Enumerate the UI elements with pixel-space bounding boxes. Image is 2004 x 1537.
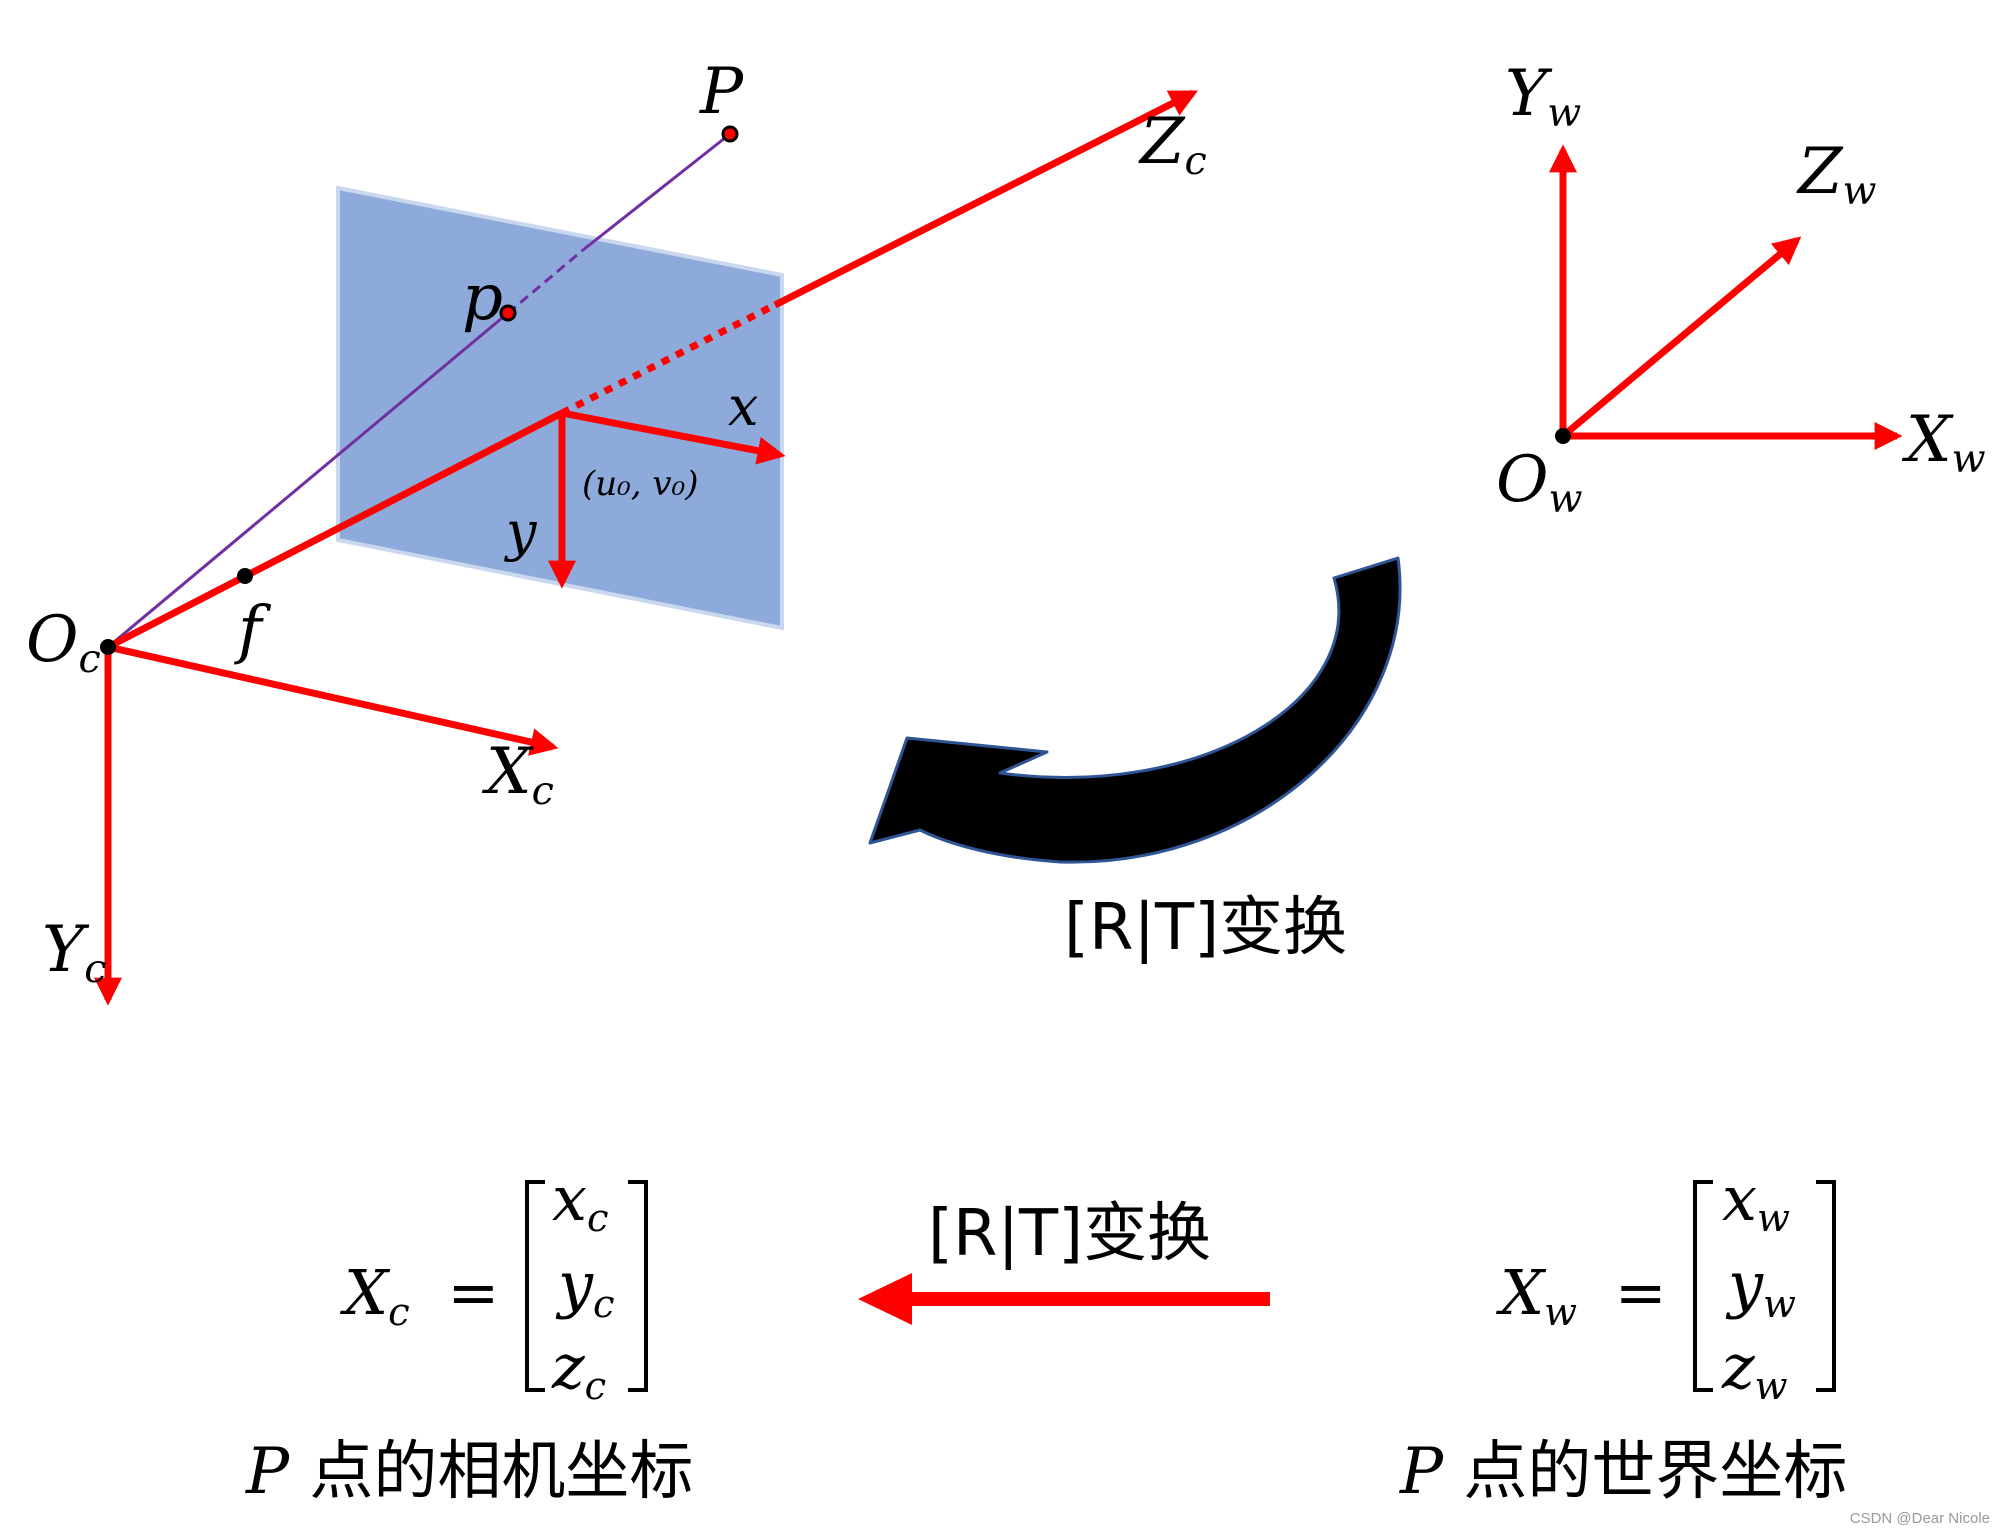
- camera-origin-label: Oc: [26, 603, 101, 683]
- z-c-label: Zc: [1140, 105, 1207, 185]
- world-vector-left-bracket: [1693, 1180, 1713, 1392]
- bottom-transform-label: [R|T]变换: [928, 1197, 1212, 1271]
- camera-equation-lhs: Xc =: [344, 1256, 500, 1335]
- projection-ray-dashed: [507, 248, 584, 315]
- world-origin-dot: [1555, 428, 1571, 444]
- z-w-label: Zw: [1798, 135, 1877, 215]
- z-w-axis: [1560, 236, 1802, 439]
- world-equation-lhs: Xw =: [1500, 1256, 1667, 1335]
- z-c-axis: [773, 89, 1198, 309]
- image-plane: [336, 185, 784, 631]
- world-origin-label: Ow: [1496, 443, 1583, 523]
- world-vector-z: zw: [1722, 1330, 1788, 1409]
- image-x-axis: [561, 409, 786, 465]
- camera-vector-x: xc: [552, 1162, 609, 1241]
- camera-vector-left-bracket: [525, 1180, 545, 1392]
- optical-axis-solid: [106, 409, 564, 651]
- projection-ray-solid: [107, 311, 509, 649]
- rotation-arrow: [868, 556, 1402, 864]
- principal-point-label: (u₀, v₀): [582, 464, 699, 504]
- y-c-label: Yc: [42, 913, 107, 993]
- world-vector-y: yw: [1728, 1248, 1796, 1327]
- focal-point-dot: [237, 568, 253, 584]
- watermark: CSDN @Dear Nicole: [1849, 1510, 1990, 1527]
- image-point-dot: [499, 304, 517, 322]
- world-vector-right-bracket: [1816, 1180, 1836, 1392]
- camera-vector-right-bracket: [628, 1180, 648, 1392]
- transform-arrow-head: [858, 1273, 912, 1325]
- rotation-transform-label: [R|T]变换: [1064, 891, 1348, 965]
- image-y-label: y: [506, 500, 537, 563]
- world-point-dot: [721, 125, 739, 143]
- projection-ray-outer: [582, 132, 731, 252]
- y-w-label: Yw: [1505, 57, 1582, 137]
- camera-origin-dot: [100, 639, 116, 655]
- camera-vector-z: zc: [552, 1330, 607, 1409]
- x-w-label: Xw: [1906, 403, 1986, 483]
- world-caption: P 点的世界坐标: [1400, 1435, 1848, 1509]
- camera-vector-y: yc: [558, 1248, 615, 1327]
- image-x-label: x: [728, 375, 759, 438]
- world-point-label: P: [700, 55, 744, 129]
- focal-length-label: f: [238, 593, 262, 667]
- x-c-axis: [107, 643, 559, 756]
- optical-axis-dotted: [560, 301, 777, 417]
- camera-caption: P 点的相机坐标: [246, 1435, 694, 1509]
- x-c-label: Xc: [486, 735, 554, 815]
- world-vector-x: xw: [1722, 1162, 1790, 1241]
- image-point-label: p: [462, 261, 503, 335]
